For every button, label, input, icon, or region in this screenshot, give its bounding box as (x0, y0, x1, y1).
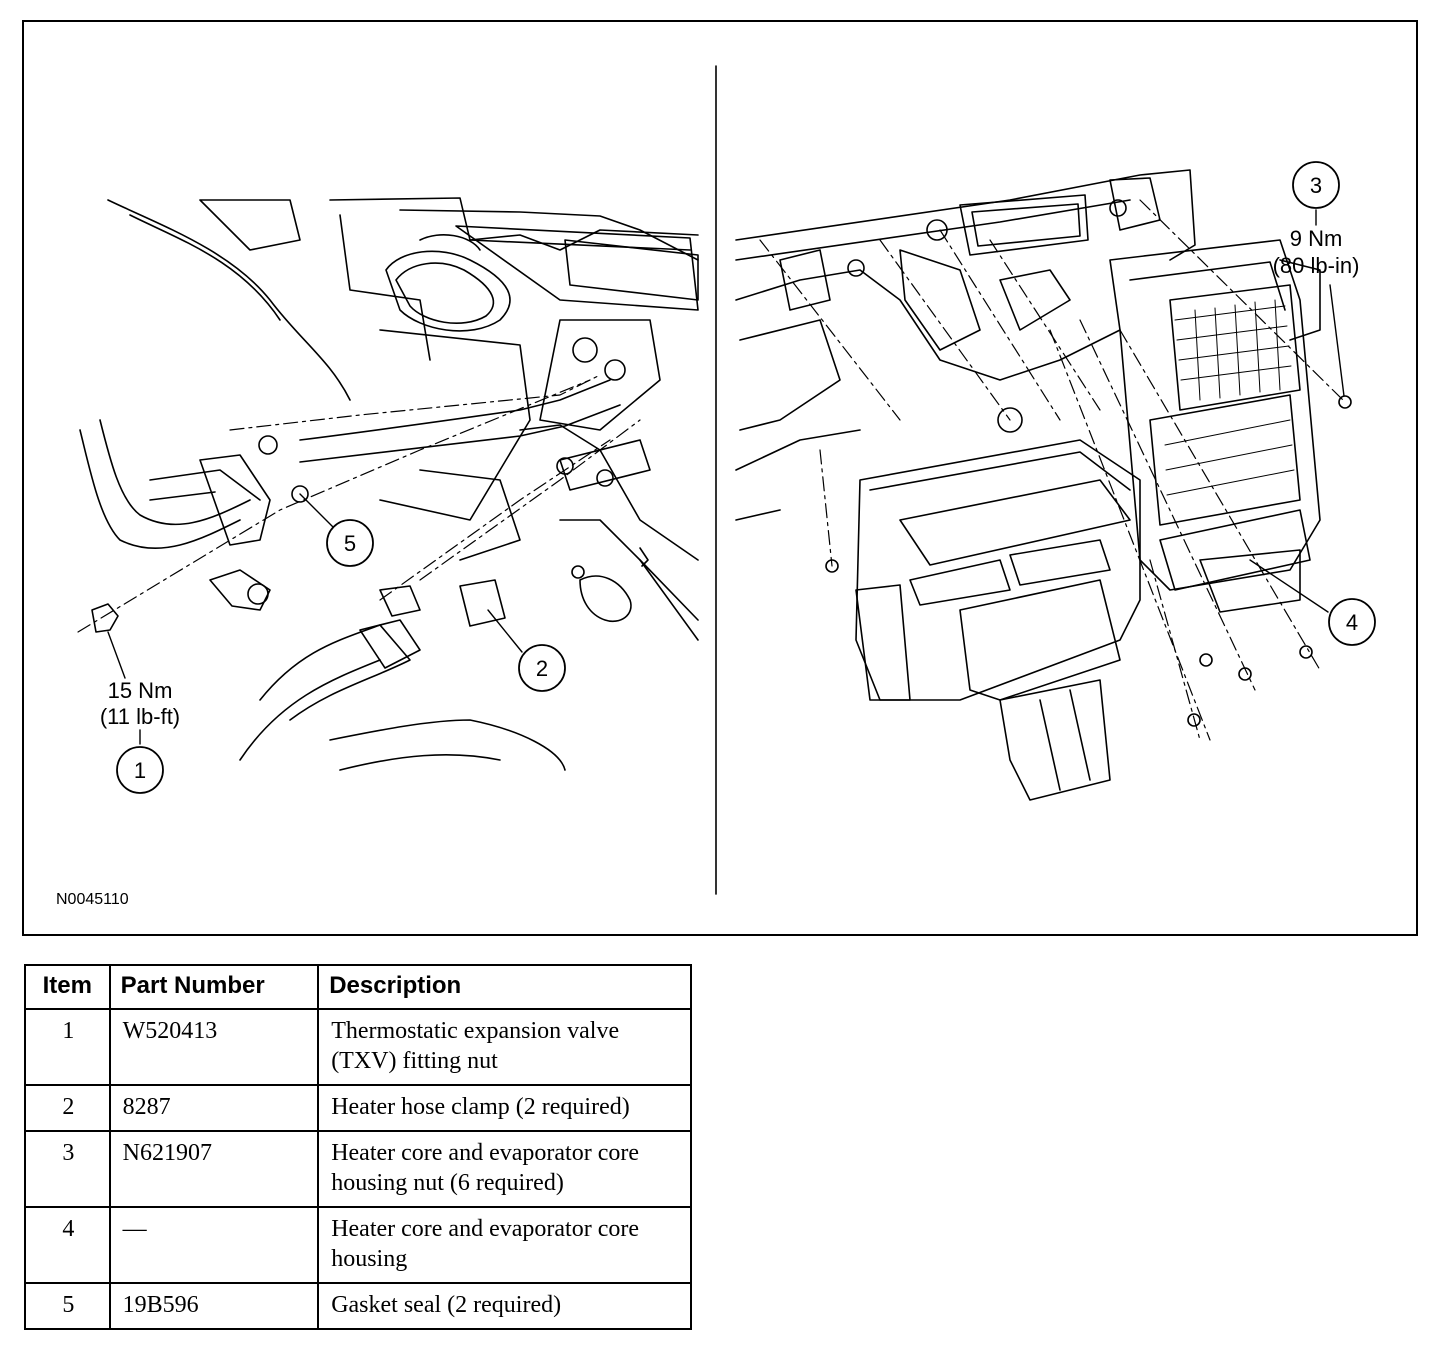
part-number-cell: 19B596 (108, 1282, 320, 1330)
table-row: 5 19B596 Gasket seal (2 required) (24, 1282, 692, 1330)
callout-1-circle (116, 746, 164, 794)
callout-4-label: 4 (1346, 610, 1358, 635)
callout-leaders (107, 209, 1345, 745)
header-description: Description (317, 964, 692, 1010)
figure-frame (22, 20, 1418, 936)
description-cell: Heater core and evaporator core housing (317, 1206, 692, 1284)
header-item: Item (24, 964, 111, 1010)
item-cell: 3 (24, 1130, 111, 1208)
item-cell: 5 (24, 1282, 111, 1330)
left-view-firewall (79, 197, 699, 771)
part-number-cell: — (108, 1206, 320, 1284)
fitting-nut (91, 603, 119, 633)
table-row: 3 N621907 Heater core and evaporator cor… (24, 1130, 692, 1208)
callout-1-label: 1 (134, 758, 146, 783)
item-cell: 1 (24, 1008, 111, 1086)
callout-4-circle (1328, 598, 1376, 646)
callout-3-label: 3 (1310, 173, 1322, 198)
torque-1-metric: 15 Nm (108, 678, 173, 703)
part-number-cell: 8287 (108, 1084, 320, 1132)
torque-3-metric: 9 Nm (1290, 226, 1343, 251)
callout-3-circle (1292, 161, 1340, 209)
description-cell: Thermostatic expansion valve (TXV) fitti… (317, 1008, 692, 1086)
callout-2-label: 2 (536, 656, 548, 681)
parts-table: Item Part Number Description 1 W520413 T… (24, 964, 692, 1330)
header-part-number: Part Number (108, 964, 320, 1010)
description-cell: Gasket seal (2 required) (317, 1282, 692, 1330)
torque-3-imperial: (80 lb-in) (1273, 253, 1360, 278)
part-number-cell: N621907 (108, 1130, 320, 1208)
callout-5-label: 5 (344, 531, 356, 556)
table-row: 4 — Heater core and evaporator core hous… (24, 1206, 692, 1284)
torque-1-imperial: (11 lb-ft) (100, 704, 180, 729)
right-view-dash (735, 169, 1352, 801)
left-assembly-lines (77, 374, 641, 633)
item-cell: 4 (24, 1206, 111, 1284)
parts-table-header: Item Part Number Description (24, 964, 692, 1010)
callout-5-circle (326, 519, 374, 567)
callout-2-circle (518, 644, 566, 692)
description-cell: Heater hose clamp (2 required) (317, 1084, 692, 1132)
figure-id: N0045110 (56, 891, 129, 908)
table-row: 1 W520413 Thermostatic expansion valve (… (24, 1008, 692, 1086)
part-number-cell: W520413 (108, 1008, 320, 1086)
right-assembly-lines (759, 199, 1346, 741)
exploded-diagram: 1 2 3 4 5 15 Nm (11 lb-ft) 9 Nm (80 lb-i… (56, 65, 1376, 908)
table-row: 2 8287 Heater hose clamp (2 required) (24, 1084, 692, 1132)
item-cell: 2 (24, 1084, 111, 1132)
description-cell: Heater core and evaporator core housing … (317, 1130, 692, 1208)
